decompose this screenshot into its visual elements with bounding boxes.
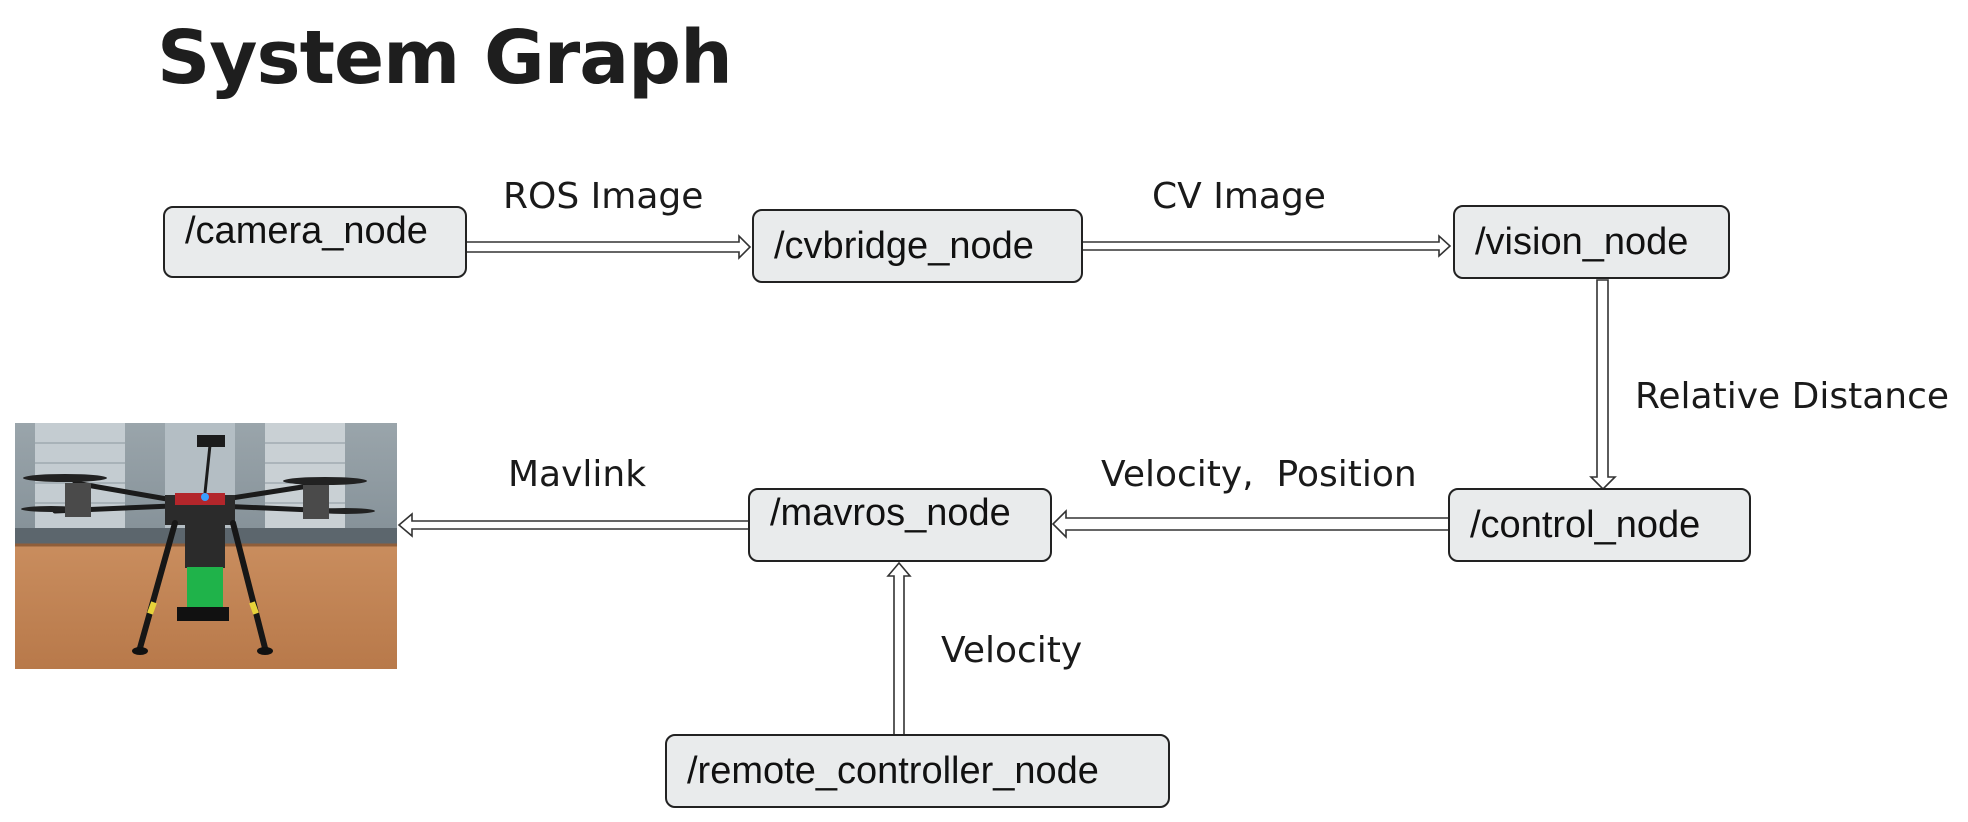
quadcopter-drone-image [15, 423, 397, 669]
edge-label-relative-distance: Relative Distance [1635, 376, 1950, 417]
node-remote-controller[interactable]: /remote_controller_node [665, 734, 1170, 808]
node-camera[interactable]: /camera_node [163, 206, 467, 278]
edge-label-ros-image: ROS Image [503, 176, 704, 217]
node-vision[interactable]: /vision_node [1453, 205, 1730, 279]
arrow-control-to-mavros [1051, 509, 1451, 539]
edge-label-velocity-position: Velocity, Position [1101, 454, 1417, 495]
arrow-camera-to-cvbridge [464, 234, 752, 260]
node-mavros-label: /mavros_node [770, 492, 1011, 534]
arrow-mavros-to-drone [397, 512, 750, 538]
node-cvbridge-label: /cvbridge_node [774, 225, 1034, 267]
edge-label-cv-image: CV Image [1152, 176, 1326, 217]
node-cvbridge[interactable]: /cvbridge_node [752, 209, 1083, 283]
edge-label-velocity: Velocity [941, 630, 1083, 671]
arrow-vision-to-control [1589, 279, 1617, 491]
node-camera-label: /camera_node [185, 210, 428, 252]
page-title: System Graph [157, 15, 733, 101]
edge-label-mavlink: Mavlink [508, 454, 647, 495]
node-control-label: /control_node [1470, 504, 1701, 546]
arrow-remote-to-mavros [886, 561, 912, 737]
node-vision-label: /vision_node [1475, 221, 1689, 263]
drone-photo [15, 423, 397, 669]
arrow-cvbridge-to-vision [1081, 234, 1452, 258]
node-mavros[interactable]: /mavros_node [748, 488, 1052, 562]
node-control[interactable]: /control_node [1448, 488, 1751, 562]
node-remote-controller-label: /remote_controller_node [687, 750, 1099, 792]
